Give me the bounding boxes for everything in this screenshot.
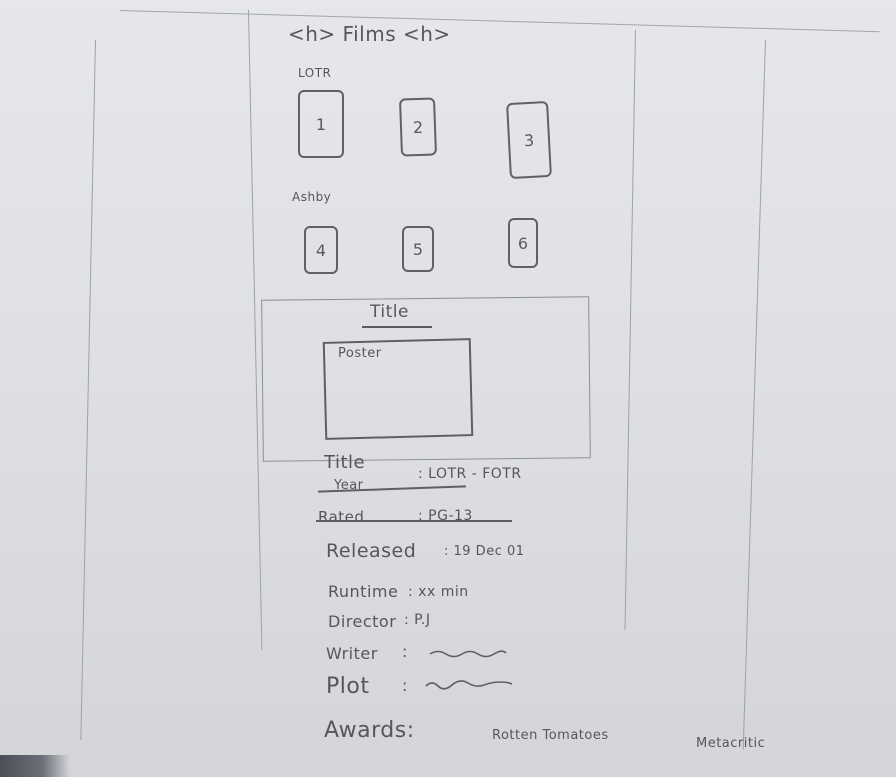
field-plot-value: :	[402, 676, 408, 695]
field-writer-scribble	[429, 650, 507, 658]
field-plot-label: Plot	[326, 674, 370, 699]
field-rated-strike	[316, 520, 512, 522]
film-card-5[interactable]: 5	[402, 226, 434, 272]
field-released-label: Released	[326, 540, 417, 562]
margin-line-right	[742, 40, 766, 750]
field-year-label: Year	[334, 478, 364, 493]
field-rated-label: Rated	[318, 508, 365, 526]
margin-line-inner-right	[624, 30, 636, 630]
film-card-number: 3	[523, 130, 535, 150]
margin-line-left	[80, 40, 96, 740]
film-card-number: 1	[315, 114, 327, 134]
detail-title: Title	[370, 302, 409, 322]
field-director-label: Director	[328, 612, 397, 631]
top-rule-line	[119, 10, 880, 33]
film-card-3[interactable]: 3	[506, 100, 552, 180]
detail-title-underline	[362, 326, 432, 328]
award-rotten-tomatoes: Rotten Tomatoes	[492, 728, 609, 743]
field-plot-scribble	[425, 680, 513, 690]
film-card-number: 6	[517, 233, 529, 253]
page-shadow	[0, 755, 70, 777]
field-runtime-value: : xx min	[408, 584, 469, 600]
field-title-value: : LOTR - FOTR	[418, 466, 522, 482]
film-card-6[interactable]: 6	[508, 218, 538, 268]
film-card-number: 2	[412, 117, 424, 137]
margin-line-inner-left	[248, 9, 263, 650]
film-card-number: 4	[315, 240, 327, 260]
film-card-1[interactable]: 1	[298, 90, 344, 158]
field-runtime-label: Runtime	[328, 582, 399, 601]
field-writer-label: Writer	[326, 644, 378, 663]
field-title-label: Title	[324, 452, 366, 473]
section-label-ashby: Ashby	[292, 190, 332, 204]
section-label-lotr: LOTR	[298, 66, 332, 80]
award-metacritic: Metacritic	[696, 736, 766, 751]
field-awards-label: Awards:	[324, 718, 415, 743]
film-card-4[interactable]: 4	[304, 226, 338, 274]
field-released-value: : 19 Dec 01	[444, 544, 525, 559]
field-director-value: : P.J	[404, 612, 431, 628]
poster-label: Poster	[338, 346, 382, 361]
film-card-number: 5	[412, 239, 424, 259]
page-heading: <h> Films <h>	[288, 22, 451, 46]
film-card-2[interactable]: 2	[398, 97, 438, 157]
field-writer-value: :	[402, 642, 408, 661]
